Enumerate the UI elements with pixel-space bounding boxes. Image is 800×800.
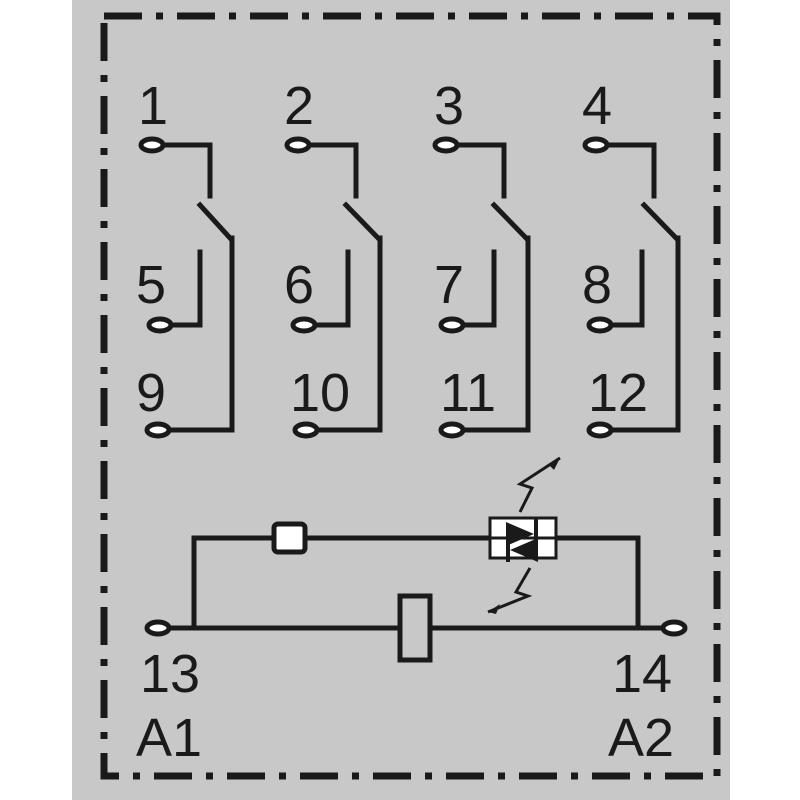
terminal-label-14: 14 [612,644,672,704]
contact-1-no-line [155,235,235,433]
terminal-label-12: 12 [588,363,648,423]
arrow-head-top [548,458,560,470]
terminal-label-11: 11 [440,363,496,423]
terminal-2 [284,136,312,154]
contact-4-switch-blade [640,201,680,242]
light-emission-arrow-bottom [487,567,533,614]
contact-set-4: 4 8 12 [582,76,681,439]
terminal-1 [138,136,166,154]
panel-background [72,0,730,800]
dash-dot-border [100,12,721,780]
contact-2-nc-line [301,249,351,328]
terminal-9 [144,421,172,439]
terminal-label-3: 3 [434,76,464,136]
coil-icon [397,593,433,663]
terminal-7 [438,316,466,334]
contact-2-switch-blade [342,201,382,242]
terminal-label-9: 9 [136,363,166,423]
contact-2-no-line [303,235,383,433]
contact-3-common-line [443,142,507,199]
terminal-4 [582,136,610,154]
contact-3-nc-line [449,249,497,328]
terminal-5 [146,316,174,334]
terminal-3 [432,136,460,154]
light-emission-arrow-top [516,456,561,513]
indicator-branch-line [191,535,641,631]
terminal-label-10: 10 [290,363,350,423]
contact-4-nc-line [597,249,645,328]
terminal-label-8: 8 [582,255,612,315]
terminal-label-a2: A2 [608,708,674,768]
contact-1-switch-blade [196,201,234,242]
terminal-label-4: 4 [582,76,612,136]
contact-set-1: 1 5 9 [136,76,235,439]
arrow-head-bottom [488,604,500,614]
terminal-label-5: 5 [136,255,166,315]
terminal-6 [290,316,318,334]
contact-set-3: 3 7 11 [432,76,531,439]
contact-1-common-line [149,142,213,199]
contact-3-switch-blade [490,201,530,242]
terminal-label-2: 2 [284,76,314,136]
contact-set-2: 2 6 10 [284,76,383,439]
coil-circuit: 13 A1 14 A2 [136,456,688,768]
contact-4-common-line [593,142,657,199]
terminal-11 [438,421,466,439]
resistor-icon [271,521,308,555]
contact-4-no-line [597,235,681,433]
terminal-8 [586,316,614,334]
contact-3-no-line [449,235,531,433]
terminal-label-6: 6 [284,255,314,315]
terminal-12 [586,421,614,439]
terminal-14 [660,619,688,637]
led-icon [488,516,558,562]
terminal-label-1: 1 [138,76,168,136]
terminal-10 [292,421,320,439]
terminal-label-7: 7 [434,255,464,315]
terminal-13 [144,619,172,637]
terminal-label-a1: A1 [136,708,202,768]
terminal-label-13: 13 [140,644,200,704]
contact-2-common-line [295,142,359,199]
